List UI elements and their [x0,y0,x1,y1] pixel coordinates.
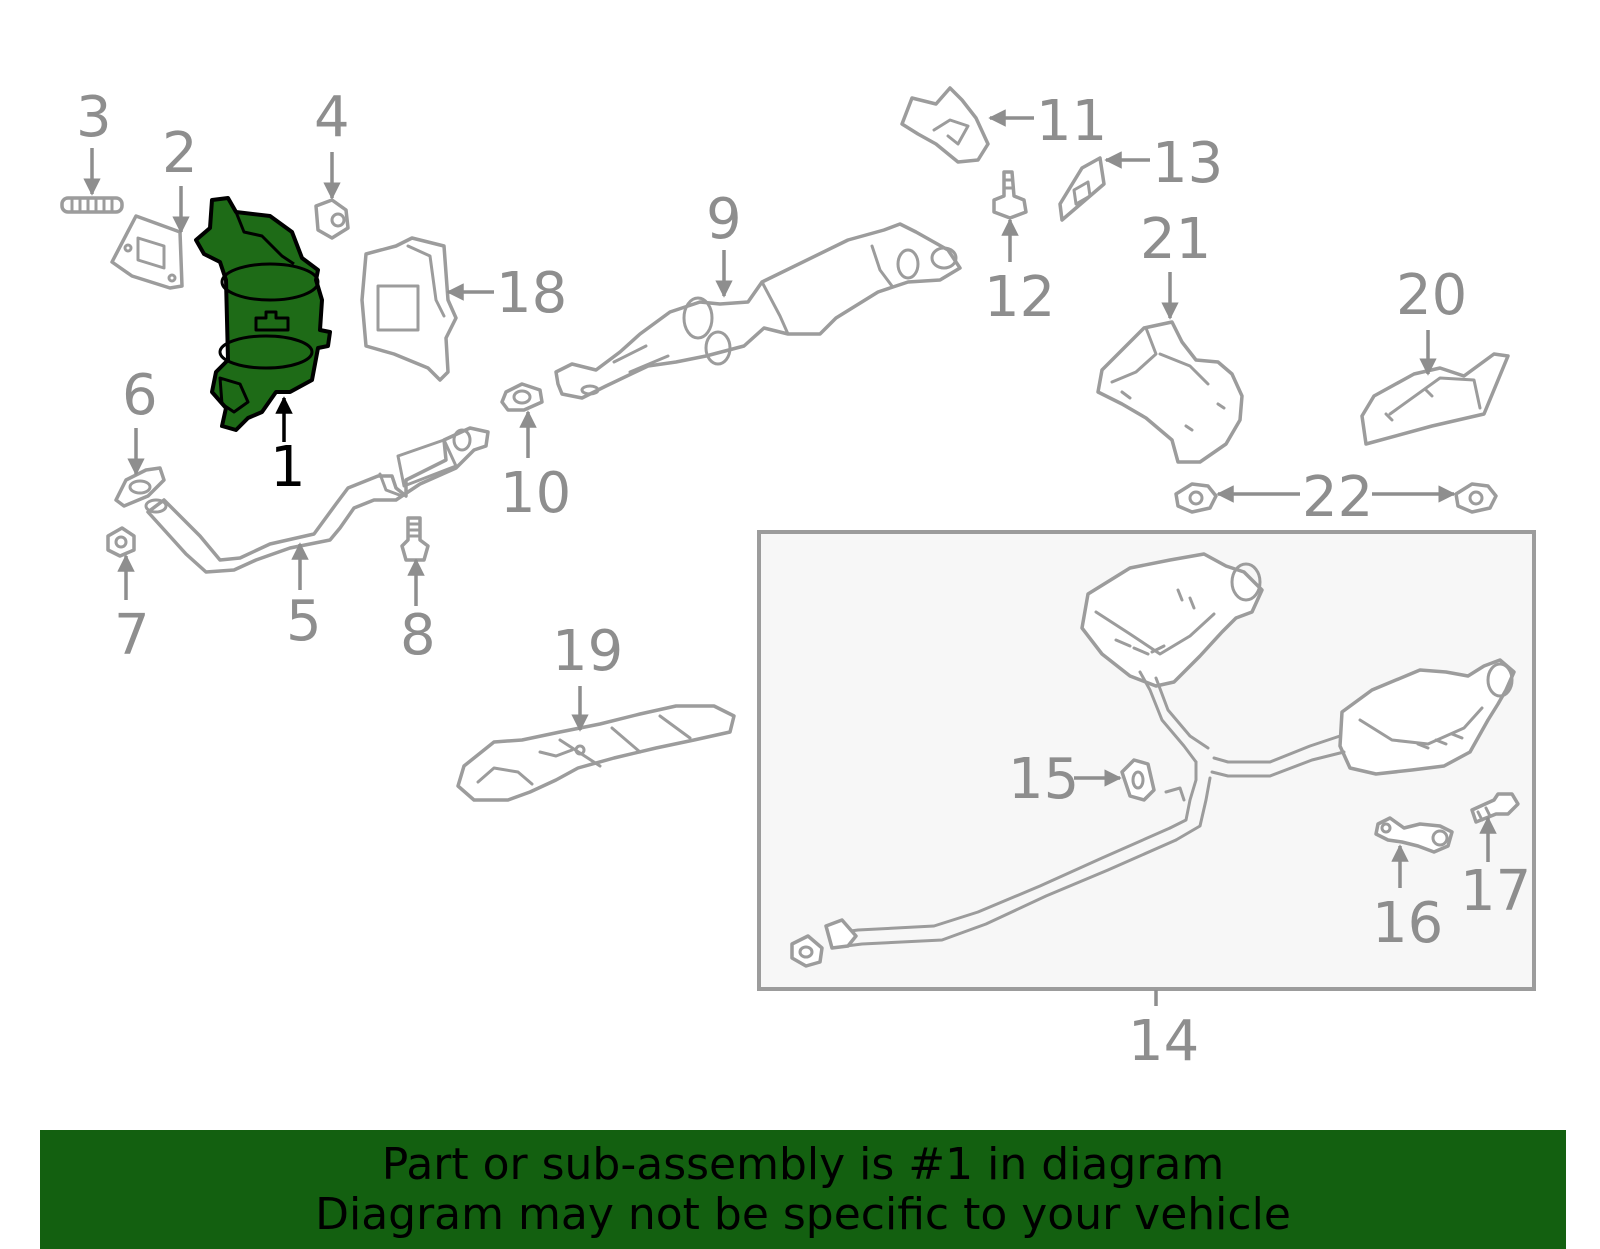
info-banner: Part or sub-assembly is #1 in diagram Di… [40,1130,1566,1249]
part-2-gasket[interactable] [110,214,184,290]
part-8-bolt[interactable] [400,516,430,562]
part-11-bracket[interactable] [900,86,990,164]
part-10-gasket[interactable] [500,382,544,412]
callout-3: 3 [76,85,112,150]
part-3-stud[interactable] [60,196,124,214]
part-18-heat-shield[interactable] [360,236,458,382]
part-21-bracket[interactable] [1096,320,1244,464]
part-20-bracket[interactable] [1360,352,1510,446]
leader-lines [83,109,1497,1006]
callout-16: 16 [1372,891,1443,956]
banner-line-1: Part or sub-assembly is #1 in diagram [381,1139,1225,1190]
callout-14: 14 [1128,1009,1199,1074]
callout-9: 9 [706,187,742,252]
callout-12: 12 [984,265,1055,330]
callout-17: 17 [1460,859,1531,924]
part-16-bracket[interactable] [1374,816,1454,854]
callout-4: 4 [314,85,350,150]
callout-1: 1 [270,435,306,500]
banner-line-2: Diagram may not be specific to your vehi… [315,1189,1291,1240]
part-22-clip-right[interactable] [1454,482,1498,514]
callout-11: 11 [1036,89,1107,154]
part-12-bolt[interactable] [992,170,1028,220]
callout-10: 10 [500,461,571,526]
callout-21: 21 [1140,207,1211,272]
callout-2: 2 [162,121,198,186]
callout-6: 6 [122,363,158,428]
callout-18: 18 [496,261,567,326]
part-4-nut[interactable] [314,198,350,240]
callout-8: 8 [400,603,436,668]
callout-13: 13 [1152,131,1223,196]
part-14-muffler-assembly[interactable] [790,552,1516,968]
part-7-nut[interactable] [106,526,136,558]
part-19-heat-shield[interactable] [456,704,736,802]
callout-22: 22 [1302,465,1373,530]
part-13-insulator[interactable] [1058,156,1106,222]
callout-labels: 1 2 3 4 5 6 7 8 9 10 11 12 13 14 15 16 1… [76,85,1531,1074]
part-6-gasket[interactable] [114,466,166,508]
callout-5: 5 [286,589,322,654]
callout-15: 15 [1008,747,1079,812]
callout-7: 7 [114,603,150,668]
part-9-intermediate-pipe[interactable] [554,222,962,400]
part-1-catalytic-converter[interactable] [194,196,332,432]
callout-19: 19 [552,619,623,684]
part-5-front-pipe[interactable] [144,426,490,574]
part-15-hanger[interactable] [1120,758,1156,802]
part-22-clip-left[interactable] [1174,482,1218,514]
callout-20: 20 [1396,263,1467,328]
